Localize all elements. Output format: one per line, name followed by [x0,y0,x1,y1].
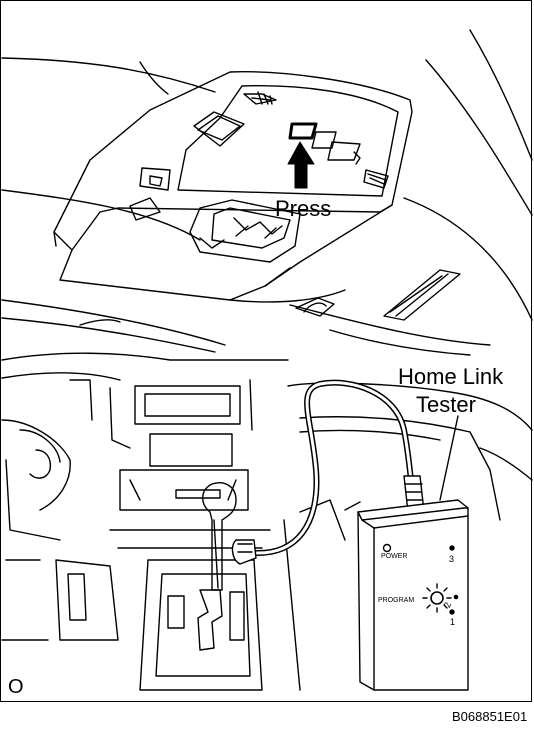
program-label: PROGRAM [378,597,414,604]
press-callout: Press [275,196,331,222]
power-label: POWER [381,553,407,560]
vanity-lamp [384,270,460,320]
tester-callout-line-2: Tester [416,392,476,418]
tester-leader [440,416,458,500]
tester-box [358,500,468,690]
mode-2-led-icon [454,595,457,598]
mode-3-label: 3 [449,554,454,564]
figure-id: B068851E01 [452,709,527,724]
mode-1-label: 1 [450,617,455,627]
tester-callout-line-1: Home Link [398,364,503,390]
press-arrow [288,142,314,188]
mode-1-led-icon [450,610,454,614]
mode-3-led-icon [450,546,454,550]
overhead-console [54,72,412,302]
corner-mark: O [8,676,24,699]
